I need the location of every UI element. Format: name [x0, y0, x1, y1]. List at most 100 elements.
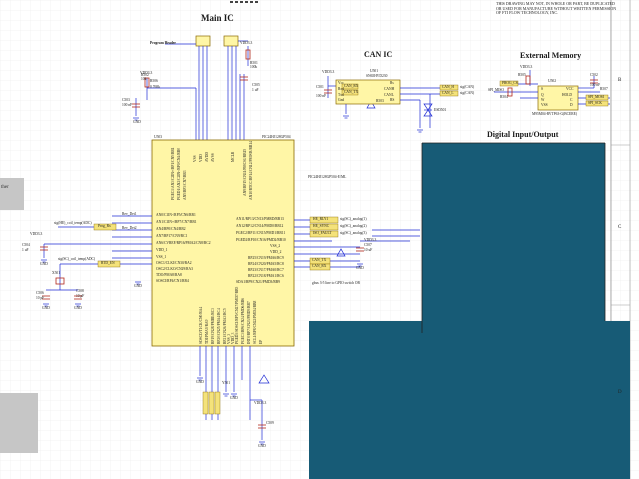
memory-pin-r3: C	[570, 98, 573, 102]
can-net-tags	[341, 83, 459, 97]
can-comp-c501-val: 100 nF	[316, 94, 327, 98]
digital-io-overlay-top	[422, 143, 605, 333]
memory-pin-l4: VSS	[541, 103, 548, 107]
comp-c503-val: 100 nF	[122, 103, 133, 107]
right-pin-2: AN12/RP12/CN14/PMD0/RB12	[236, 224, 284, 228]
comp-r501: R501	[250, 61, 258, 65]
can-pin-l2: Rxd	[338, 87, 344, 91]
can-net-tx: CAN_TX	[344, 90, 359, 94]
vdd-label-2: VDD3.3	[30, 232, 43, 236]
main-ic-components	[40, 49, 364, 429]
memory-comp-c502: C502	[590, 73, 598, 77]
memory-pin-l1: S	[541, 87, 543, 91]
section-title-main-ic: Main IC	[201, 13, 234, 23]
memory-ref: U502	[548, 79, 556, 83]
main-ic-note: gbus 3-5 line to GPIO switch OB	[312, 281, 360, 285]
bottom-pin-1: SOSCO/T1CK/CN0/RA4	[199, 306, 203, 344]
right-side-label-3: sig(SC)_analog(3)	[340, 231, 367, 235]
can-net-rx: CAN_RX	[344, 84, 359, 88]
left-pin-10: TDO/PMA8/RA8	[156, 273, 182, 277]
memory-comp-r505: R505	[518, 73, 526, 77]
net-can-tx: CAN_TX	[312, 258, 327, 262]
ground-symbols	[41, 117, 363, 445]
memory-vdd: VDD3.3	[520, 65, 533, 69]
gnd-label-4: GND	[74, 306, 82, 310]
can-pin-r1: Rs	[390, 81, 394, 85]
left-side-label-2: sig(SC)_coil_temp(ADC)	[58, 257, 96, 261]
vdd-label-1: VDD3.3	[240, 41, 253, 45]
right-pin-8: RP24/CN20/PMA5/RC8	[248, 262, 284, 266]
memory-net-mosi: SPI_MOSI	[588, 95, 604, 99]
main-ic-ref: U503	[154, 135, 162, 139]
memory-comp-r504: R504	[500, 95, 508, 99]
notice-line-3: OF FTI FLOW TECHNOLOGY, INC.	[496, 10, 559, 16]
gnd-label-7: GND	[258, 444, 266, 448]
left-pin-6: VDD_1	[156, 248, 168, 252]
notice-line-2: OR USED FOR MANUFACTURE WITHOUT WRITTEN …	[496, 5, 617, 11]
main-ic-part-right: PIC24HJ128GP504-E/ML	[308, 175, 347, 179]
gnd-label-3: GND	[42, 306, 50, 310]
can-comp-c501: C501	[316, 85, 324, 89]
gnd-label-2: GND	[40, 262, 48, 266]
memory-net-miso: SPI_MISO	[488, 88, 504, 92]
section-title-can-ic: CAN IC	[364, 50, 393, 59]
comp-c505: C505	[252, 83, 260, 87]
memory-components	[507, 75, 598, 97]
vdd-label-4: VDD3.3	[254, 401, 267, 405]
net-rtd-en: RTD_EN	[101, 261, 115, 265]
right-pin-5: VSS_2	[270, 244, 281, 248]
net-rev-det1: Rev_Det1	[122, 212, 137, 216]
bottom-pin-8: PGED3/SOSCI/RP5/CN27/PMD7/RB5	[235, 286, 239, 344]
program-header[interactable]	[195, 35, 211, 47]
can-net-h: CAN_H	[442, 85, 454, 89]
net-prog-rx: Prog_Rx	[98, 224, 111, 228]
left-pin-5: AN6/CVREF/RP16/PMA2/CN8/RC2	[156, 241, 211, 245]
left-pin-4: AN7/RP17/CN9/RC1	[156, 234, 188, 238]
comp-c504: C504	[22, 243, 30, 247]
program-header-2[interactable]	[223, 35, 239, 47]
left-panel-text: ther	[1, 185, 9, 190]
bottom-pin-3: RP19/CN28/PMBE/RC3	[211, 308, 215, 344]
net-he-rly1: HE_RLY1	[313, 217, 329, 221]
top-pin-1: PGEC1/AN3/C2IN+/RP1/CN5/RB1	[171, 147, 175, 200]
right-pin-9: RP23/CN17/PMA0/RC7	[248, 268, 284, 272]
main-ic-chip[interactable]	[151, 139, 295, 347]
top-pin-9: AN9/RP15/CN11/PMCS1/RB15	[243, 148, 247, 196]
top-pin-2: PGED1/AN2/C2IN-/RP0/CN4/RB0	[177, 148, 181, 200]
vdd-label-5: VDD3.3	[140, 71, 153, 75]
comp-r506: R506	[150, 79, 158, 83]
right-side-label-2: sig(SC)_analog(2)	[340, 224, 367, 228]
comp-c504-val: 1 uF	[22, 248, 29, 252]
warning-triangles	[258, 100, 376, 384]
gnd-label-9: GND	[134, 284, 142, 288]
memory-net-tags	[499, 80, 609, 107]
comp-c507-val: 10 uF	[364, 248, 373, 252]
bottom-pin-11: SCL1/RP8/CN22/PMD4/RB8	[253, 300, 257, 344]
left-net-tags	[93, 223, 121, 268]
memory-pin-r2: HOLD	[562, 93, 572, 97]
memory-part: M95M04-RVTP63-G(BCERE)	[532, 112, 578, 116]
can-pin-l4: Gnd	[338, 98, 345, 102]
left-pin-8: OSC1/CLKI/CN30/RA2	[156, 261, 192, 265]
comp-c503: C503	[122, 98, 130, 102]
can-ic-part: SN65HVD230	[366, 74, 388, 78]
can-side-label-1: sig(CAN)	[460, 85, 475, 89]
margin-label-b: B	[618, 78, 622, 83]
copyright-notice: THIS DRAWING MAY NOT, IN WHOLE OR PART, …	[496, 1, 636, 16]
top-pin-7: AVSS	[211, 153, 215, 162]
can-comp-esd501: ESD501	[434, 108, 447, 112]
notice-line-1: THIS DRAWING MAY NOT, IN WHOLE OR PART, …	[496, 1, 615, 6]
memory-net-sck: SPI_SCK	[588, 101, 602, 105]
can-comp-r503: R503	[376, 99, 384, 103]
memory-pin-r1: VCC	[566, 87, 574, 91]
left-panel-bottom	[0, 393, 38, 453]
top-pin-3: AN5/RP3/CN7/RB3	[183, 170, 187, 200]
net-iso-fault: ISO_FAULT	[313, 231, 332, 235]
left-pin-1: AN0/C1IN-/RP5/CN6/RB1	[156, 213, 196, 217]
top-pin-10: AN10/RTCC/RP14/CN12/PMWR/RB14	[249, 141, 253, 200]
bottom-pin-2: TDI/PMA9/RA9	[205, 319, 209, 344]
comp-c507: C507	[364, 243, 372, 247]
comp-c505-val: 1 uF	[252, 88, 259, 92]
can-ic-ref: U501	[370, 69, 378, 73]
